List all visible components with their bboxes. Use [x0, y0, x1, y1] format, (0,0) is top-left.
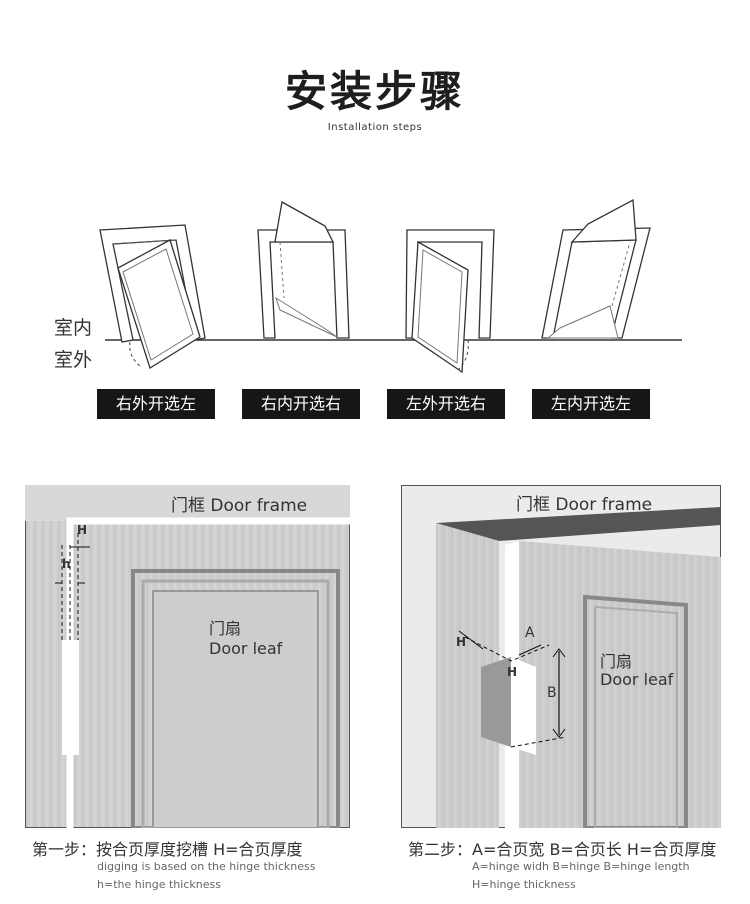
step1-dim-H: H	[77, 523, 88, 537]
step2-leaf-cn: 门扇	[600, 652, 633, 671]
page-title: 安装步骤	[284, 67, 465, 116]
outdoor-label: 室外	[54, 349, 93, 371]
step2-panel: 门框 Door frame 门扇 Door leaf H H A B	[401, 485, 721, 828]
step2-illustration	[401, 485, 721, 828]
door-diagram-left-outswing	[405, 229, 495, 374]
step2-dim-B: B	[547, 685, 557, 701]
step1-note-2: h=the hinge thickness	[97, 878, 221, 891]
step2-dim-H-top: H	[456, 635, 467, 649]
step1-panel: 门框 Door frame 门扇 Door leaf H h	[25, 485, 350, 828]
direction-tag-3: 左外开选右	[387, 389, 505, 419]
door-diagram-left-inswing	[541, 198, 651, 339]
direction-tag-1: 右外开选左	[97, 389, 215, 419]
door-diagram-right-outswing	[99, 224, 206, 369]
step1-dim-h: h	[62, 557, 71, 571]
step1-note-1: digging is based on the hinge thickness	[97, 860, 316, 873]
step1-caption: 第一步：按合页厚度挖槽 H=合页厚度	[32, 840, 303, 859]
step1-frame-label: 门框 Door frame	[171, 496, 308, 516]
step1-leaf-cn: 门扇	[209, 619, 242, 638]
step2-note-1: A=hinge widh B=hinge B=hinge length	[472, 860, 690, 873]
indoor-label: 室内	[54, 317, 93, 339]
direction-tag-2: 右内开选右	[242, 389, 360, 419]
page-subtitle: Installation steps	[327, 122, 423, 133]
step2-note-2: H=hinge thickness	[472, 878, 576, 891]
step2-frame-label: 门框 Door frame	[516, 495, 653, 515]
step1-illustration	[25, 485, 350, 828]
step2-dim-H-mid: H	[507, 665, 518, 679]
step2-dim-A: A	[525, 625, 535, 641]
door-opening-diagrams	[99, 198, 682, 374]
step1-leaf-en: Door leaf	[209, 639, 283, 658]
direction-tag-4: 左内开选左	[532, 389, 650, 419]
step2-caption: 第二步：A=合页宽 B=合页长 H=合页厚度	[408, 840, 717, 859]
door-diagram-right-inswing	[257, 200, 350, 339]
step2-leaf-en: Door leaf	[600, 670, 674, 689]
